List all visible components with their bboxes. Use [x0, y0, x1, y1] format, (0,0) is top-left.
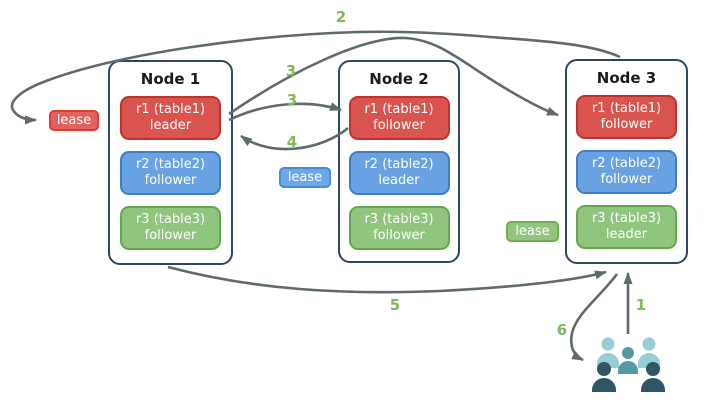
replica-role: follower — [144, 173, 197, 188]
replica-role: follower — [600, 172, 653, 187]
node-title: Node 1 — [140, 70, 201, 88]
lease-tag-red: lease — [49, 110, 99, 131]
node3-replica-r1: r1 (table1) follower — [576, 95, 677, 139]
replica-label: r1 (table1) — [364, 102, 434, 117]
replica-label: r2 (table2) — [364, 157, 434, 172]
replica-label: r3 (table3) — [591, 211, 662, 226]
step-label-3b: 3 — [286, 91, 298, 109]
node-1: Node 1 r1 (table1) leader r2 (table2) fo… — [108, 60, 233, 265]
users-group-icon — [592, 337, 665, 392]
replica-role: leader — [378, 173, 420, 188]
step-label-4: 4 — [286, 133, 298, 151]
replica-label: r3 (table3) — [364, 212, 434, 227]
replica-role: follower — [373, 118, 425, 133]
arrow-step-3-node1-to-node2 — [228, 102, 342, 122]
replica-label: r2 (table2) — [591, 156, 662, 171]
step-label-5: 5 — [389, 296, 401, 314]
arrow-step-2-node3-to-lease1 — [10, 30, 621, 125]
node1-replica-r1: r1 (table1) leader — [120, 96, 221, 140]
replica-role: leader — [149, 118, 192, 133]
replica-label: r2 (table2) — [135, 157, 206, 172]
replica-role: follower — [373, 228, 425, 243]
replica-role: follower — [144, 228, 197, 243]
step-label-6: 6 — [556, 321, 568, 339]
node-title: Node 2 — [369, 70, 429, 88]
node-title: Node 3 — [596, 69, 657, 87]
step-label-2: 2 — [335, 8, 347, 26]
lease-tag-green: lease — [506, 221, 559, 242]
arrow-step-5-node1-to-node3 — [167, 265, 607, 294]
lease-tag-blue: lease — [279, 167, 331, 188]
node1-replica-r3: r3 (table3) follower — [120, 206, 221, 250]
replica-label: r1 (table1) — [591, 101, 662, 116]
node2-replica-r1: r1 (table1) follower — [348, 96, 450, 140]
replica-role: leader — [605, 227, 648, 242]
arrow-step-6-node3-to-users — [569, 273, 619, 362]
node3-replica-r2: r2 (table2) follower — [576, 150, 677, 194]
node-3: Node 3 r1 (table1) follower r2 (table2) … — [565, 59, 688, 264]
replica-role: follower — [600, 117, 653, 132]
node-2: Node 2 r1 (table1) follower r2 (table2) … — [338, 60, 460, 263]
replica-label: r3 (table3) — [135, 212, 206, 227]
step-label-3a: 3 — [285, 62, 297, 80]
replica-label: r1 (table1) — [135, 102, 206, 117]
step-label-1: 1 — [635, 296, 647, 314]
node2-replica-r2: r2 (table2) leader — [348, 151, 450, 195]
node1-replica-r2: r2 (table2) follower — [120, 151, 221, 195]
node2-replica-r3: r3 (table3) follower — [348, 206, 450, 250]
node3-replica-r3: r3 (table3) leader — [576, 205, 677, 249]
